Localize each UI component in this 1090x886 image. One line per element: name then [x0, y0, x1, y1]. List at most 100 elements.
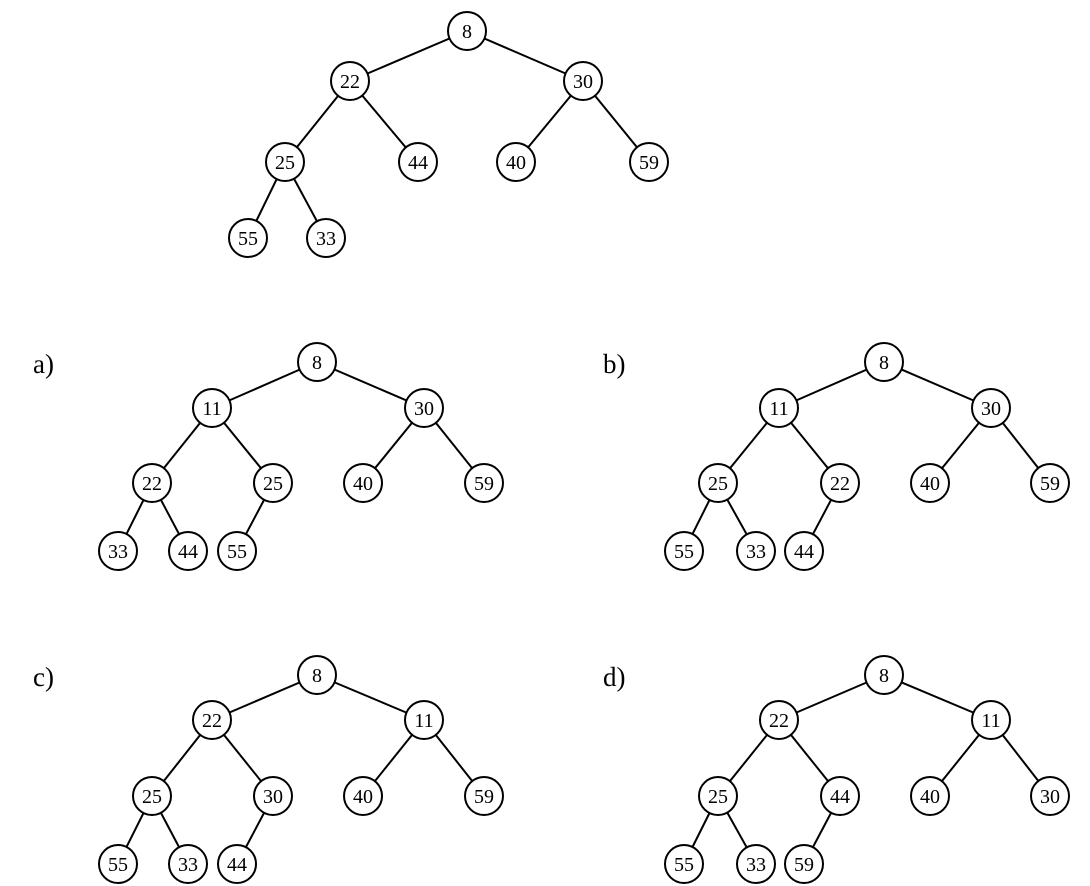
tree-node: 30: [253, 776, 293, 816]
node-circle: [297, 342, 337, 382]
node-value: 25: [263, 473, 283, 495]
node-circle: [1030, 776, 1070, 816]
tree-node: 55: [664, 531, 704, 571]
tree-node: 22: [132, 463, 172, 503]
option-a-label: a): [33, 349, 54, 379]
node-value: 30: [414, 398, 434, 420]
node-circle: [297, 655, 337, 695]
tree-node: 33: [736, 531, 776, 571]
node-value: 40: [506, 152, 526, 174]
node-value: 30: [1040, 786, 1060, 808]
tree-node: 25: [698, 463, 738, 503]
node-value: 30: [263, 786, 283, 808]
tree-node: 33: [736, 844, 776, 884]
tree-node: 8: [297, 342, 337, 382]
node-value: 25: [708, 786, 728, 808]
node-value: 44: [830, 786, 850, 808]
node-value: 55: [108, 854, 128, 876]
node-circle: [464, 463, 504, 503]
node-value: 40: [920, 786, 940, 808]
tree-node: 33: [306, 218, 346, 258]
node-circle: [464, 776, 504, 816]
node-circle: [192, 700, 232, 740]
node-value: 33: [108, 541, 128, 563]
tree-node: 22: [820, 463, 860, 503]
node-value: 59: [474, 786, 494, 808]
node-circle: [496, 142, 536, 182]
tree-node: 25: [253, 463, 293, 503]
node-value: 44: [227, 854, 247, 876]
tree-node: 59: [464, 776, 504, 816]
node-value: 22: [769, 710, 789, 732]
tree-node: 8: [297, 655, 337, 695]
tree-node: 40: [496, 142, 536, 182]
tree-d: 8 22 11 25 44 40 30 55 33 59: [664, 655, 1070, 884]
tree-node: 11: [971, 700, 1011, 740]
node-value: 11: [981, 710, 1000, 732]
node-circle: [820, 463, 860, 503]
node-circle: [217, 531, 257, 571]
node-value: 40: [920, 473, 940, 495]
node-circle: [330, 61, 370, 101]
node-circle: [736, 531, 776, 571]
tree-node: 30: [971, 388, 1011, 428]
node-value: 33: [178, 854, 198, 876]
node-value: 30: [981, 398, 1001, 420]
node-value: 8: [312, 352, 322, 374]
node-circle: [192, 388, 232, 428]
tree-node: 44: [398, 142, 438, 182]
tree-node: 55: [228, 218, 268, 258]
tree-node: 30: [563, 61, 603, 101]
tree-node: 25: [265, 142, 305, 182]
tree-node: 59: [464, 463, 504, 503]
tree-node: 44: [820, 776, 860, 816]
node-circle: [168, 531, 208, 571]
option-b-label: b): [603, 349, 626, 379]
tree-node: 40: [910, 776, 950, 816]
option-c-label: c): [33, 662, 54, 692]
node-value: 25: [708, 473, 728, 495]
tree-node: 44: [784, 531, 824, 571]
node-value: 59: [474, 473, 494, 495]
tree-node: 59: [1030, 463, 1070, 503]
tree-node: 22: [759, 700, 799, 740]
node-circle: [629, 142, 669, 182]
node-circle: [398, 142, 438, 182]
node-value: 59: [794, 854, 814, 876]
tree-node: 55: [664, 844, 704, 884]
node-circle: [784, 844, 824, 884]
node-value: 11: [414, 710, 433, 732]
node-circle: [1030, 463, 1070, 503]
tree-node: 11: [192, 388, 232, 428]
tree-node: 33: [168, 844, 208, 884]
node-circle: [98, 531, 138, 571]
tree-node: 22: [330, 61, 370, 101]
tree-node: 8: [864, 655, 904, 695]
tree-node: 8: [447, 11, 487, 51]
tree-node: 59: [784, 844, 824, 884]
node-circle: [404, 700, 444, 740]
node-circle: [910, 776, 950, 816]
node-value: 44: [178, 541, 198, 563]
tree-original: 8 22 30 25 44 40 59 55 33: [228, 11, 669, 258]
tree-node: 40: [343, 776, 383, 816]
node-value: 59: [639, 152, 659, 174]
tree-node: 30: [404, 388, 444, 428]
node-value: 22: [830, 473, 850, 495]
tree-node: 30: [1030, 776, 1070, 816]
tree-edge: [349, 30, 468, 82]
tree-node: 22: [192, 700, 232, 740]
node-circle: [759, 388, 799, 428]
node-value: 33: [316, 228, 336, 250]
node-circle: [253, 776, 293, 816]
node-circle: [228, 218, 268, 258]
node-value: 11: [202, 398, 221, 420]
node-circle: [910, 463, 950, 503]
node-value: 59: [1040, 473, 1060, 495]
tree-node: 11: [759, 388, 799, 428]
node-circle: [971, 388, 1011, 428]
node-circle: [217, 844, 257, 884]
